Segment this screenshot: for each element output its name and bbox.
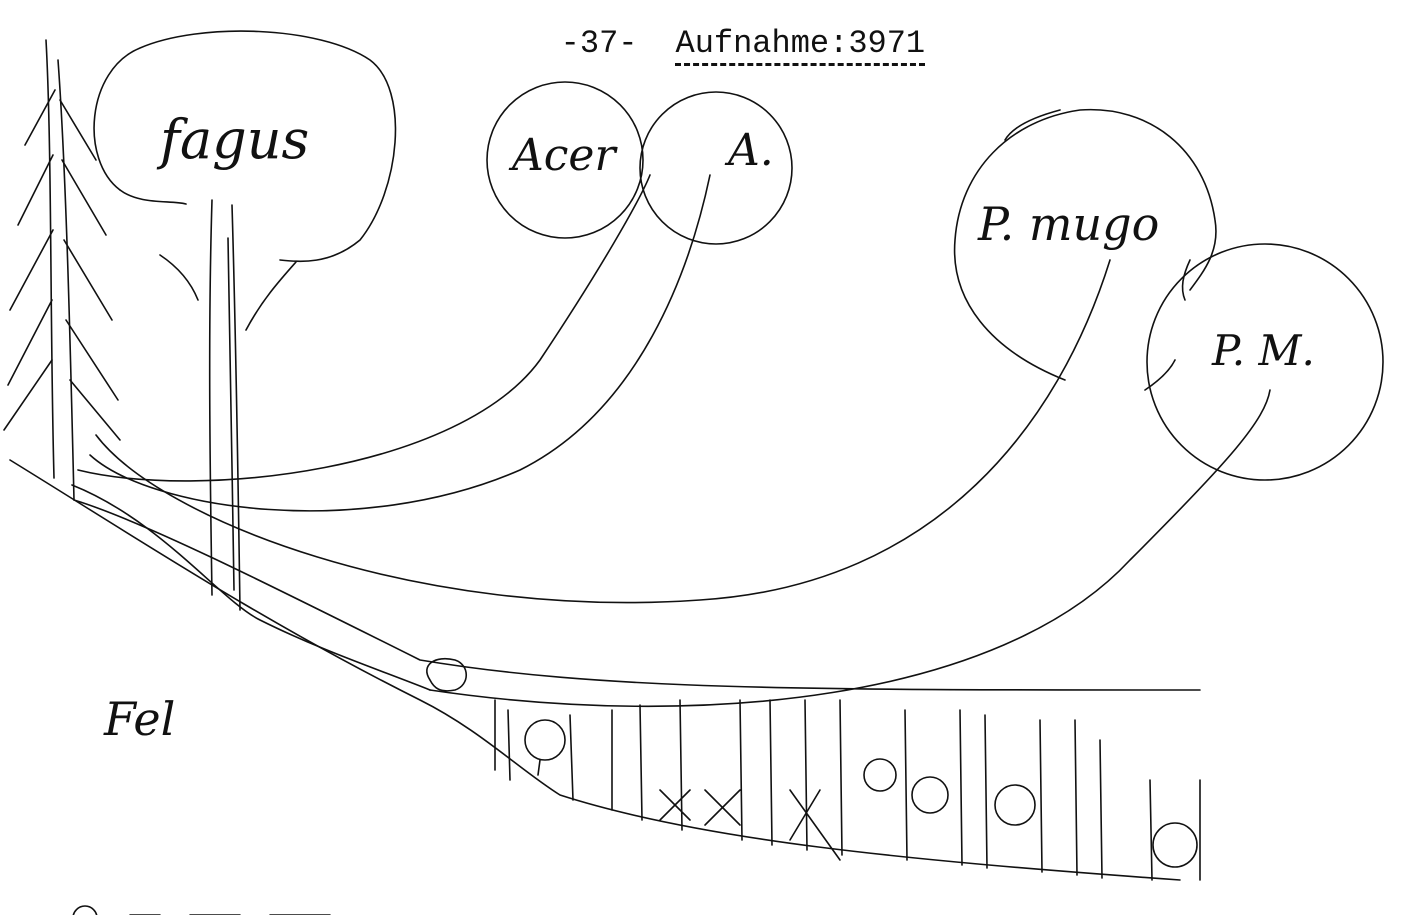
legend-fragment xyxy=(72,905,331,915)
label-pinus-mugo-short: P. M. xyxy=(1211,326,1315,375)
cross-symbols xyxy=(659,789,841,861)
label-pinus-mugo: P. mugo xyxy=(977,197,1159,251)
record-reference: Aufnahme:3971 xyxy=(675,25,926,66)
slope-lines xyxy=(9,459,1201,881)
spruce-tree-sketch xyxy=(3,39,121,501)
beech-tree-sketch xyxy=(93,30,397,611)
label-acer-short: A. xyxy=(724,125,774,176)
label-fels: Fel xyxy=(103,692,175,746)
pinus-mugo-crowns-sketch xyxy=(953,108,1384,481)
grass-hatch-marks xyxy=(494,699,1201,881)
root-curves xyxy=(77,174,1271,708)
page-number: -37- xyxy=(560,25,638,62)
boulder-sketch xyxy=(426,658,468,692)
circle-symbols xyxy=(524,719,1198,868)
label-acer: Acer xyxy=(508,130,618,181)
page-header: -37- Aufnahme:3971 xyxy=(0,0,1409,103)
label-fagus: fagus xyxy=(156,108,309,171)
acer-crowns-sketch xyxy=(486,81,793,245)
